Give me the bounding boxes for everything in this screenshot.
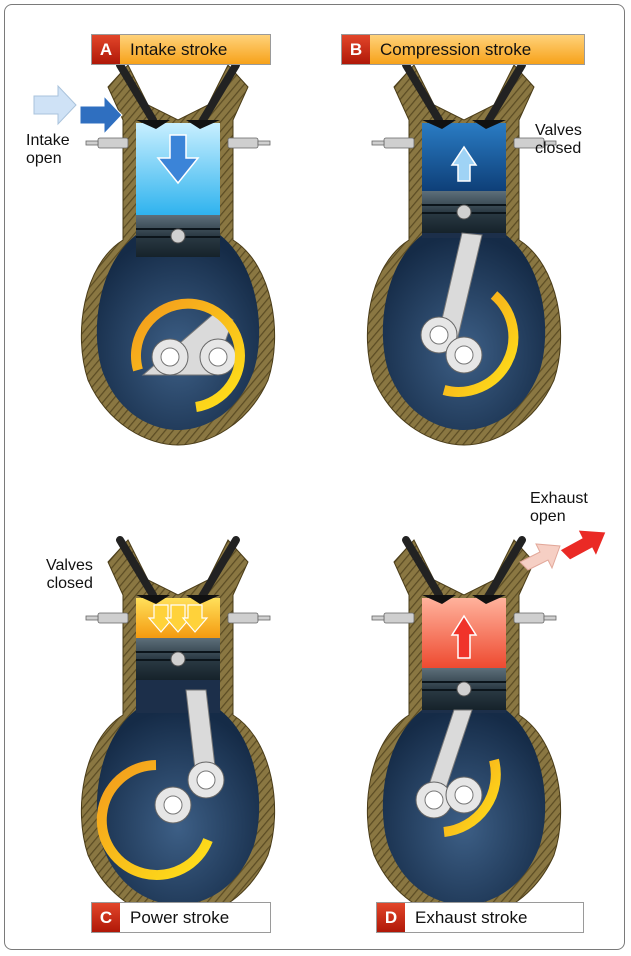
intake-open-note: Intake open	[26, 132, 70, 168]
panel-c-title: Power stroke	[120, 903, 270, 932]
engine-compression	[367, 65, 560, 445]
panel-b-letter: B	[342, 35, 370, 64]
panel-a-label: A Intake stroke	[91, 34, 271, 65]
panel-d-title: Exhaust stroke	[405, 903, 583, 932]
valves-closed-note-b: Valves closed	[535, 122, 582, 158]
intake-flow-arrows	[34, 86, 122, 134]
panel-a-letter: A	[92, 35, 120, 64]
panel-b-title: Compression stroke	[370, 35, 584, 64]
exhaust-flow-arrows	[520, 530, 606, 570]
combustion-arrows-icon	[149, 605, 207, 632]
panel-a-title: Intake stroke	[120, 35, 270, 64]
panel-c-label: C Power stroke	[91, 902, 271, 933]
panel-d-letter: D	[377, 903, 405, 932]
panel-c-letter: C	[92, 903, 120, 932]
engine-power	[81, 540, 274, 920]
exhaust-open-note: Exhaust open	[530, 490, 588, 526]
panel-b-label: B Compression stroke	[341, 34, 585, 65]
engine-exhaust	[367, 540, 560, 920]
valves-closed-note-c: Valves closed	[46, 557, 93, 593]
panel-d-label: D Exhaust stroke	[376, 902, 584, 933]
